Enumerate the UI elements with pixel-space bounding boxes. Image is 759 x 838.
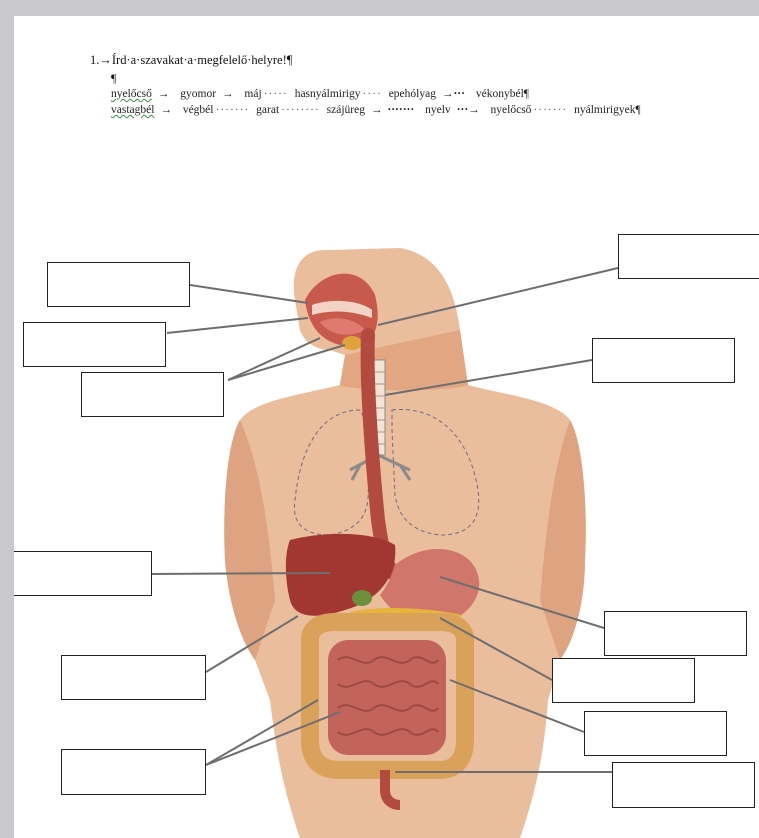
label-box-left-2[interactable] <box>23 322 166 367</box>
label-box-right-1[interactable] <box>618 234 759 279</box>
label-box-right-2[interactable] <box>592 338 735 383</box>
label-box-right-5[interactable] <box>584 711 727 756</box>
label-box-right-4[interactable] <box>552 658 695 703</box>
label-box-right-6[interactable] <box>612 762 755 808</box>
label-box-left-5[interactable] <box>61 655 206 700</box>
salivary-gland <box>342 336 362 350</box>
gallbladder <box>352 590 372 606</box>
small-intestine <box>328 640 446 755</box>
label-box-left-1[interactable] <box>47 262 190 307</box>
label-box-right-3[interactable] <box>604 611 747 656</box>
label-box-left-6[interactable] <box>61 749 206 795</box>
label-box-left-4[interactable] <box>14 551 152 596</box>
worksheet-page: 1.→Írd·a·szavakat·a·megfelelő·helyre!¶ ¶… <box>14 16 759 838</box>
label-box-left-3[interactable] <box>81 372 224 417</box>
